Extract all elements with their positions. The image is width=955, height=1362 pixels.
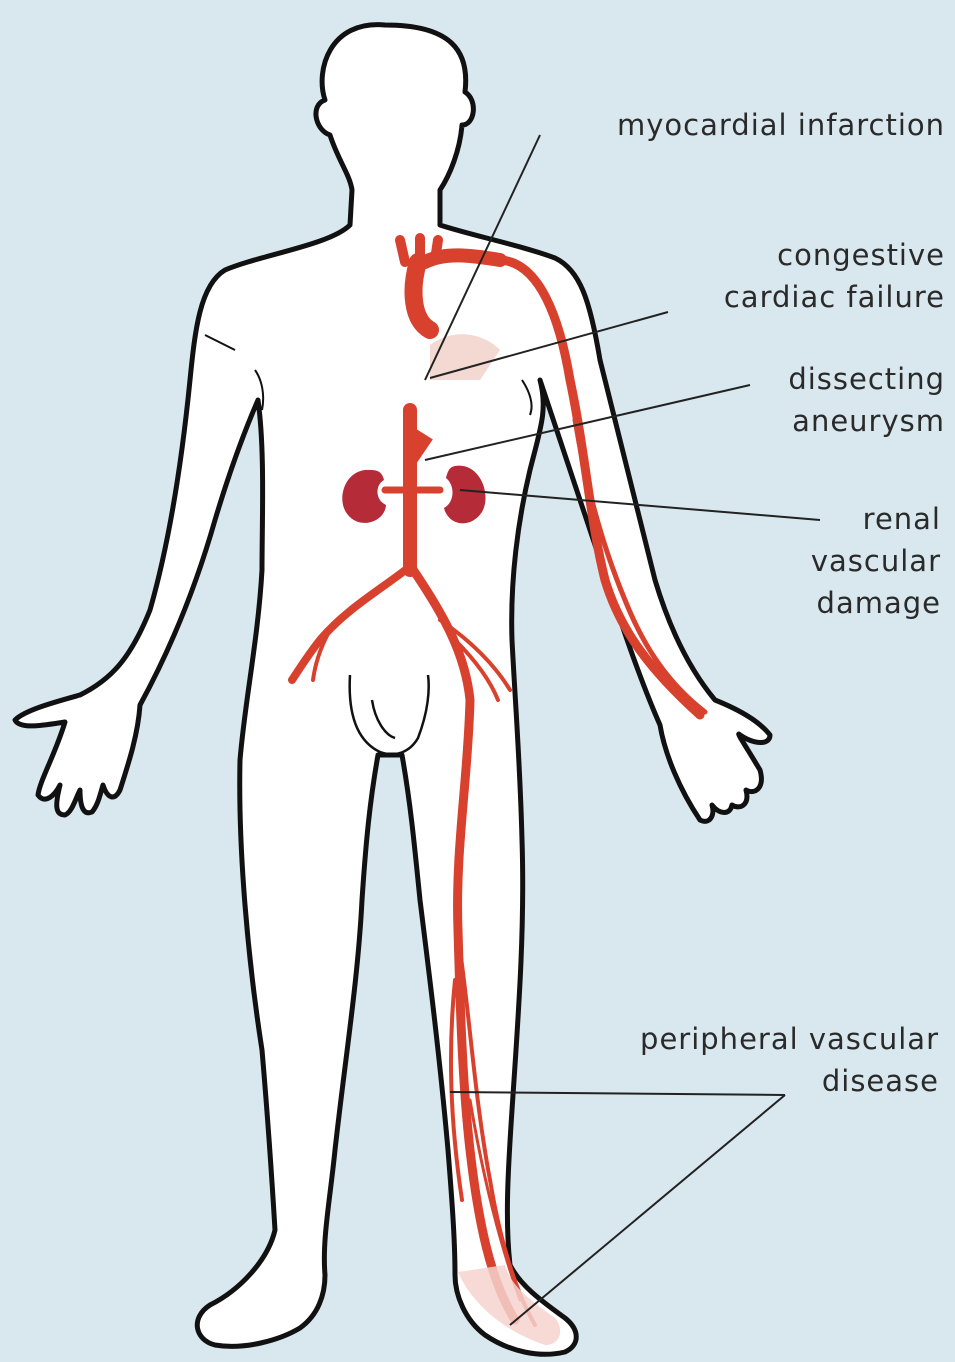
label-myocardial-infarction: myocardial infarction bbox=[617, 104, 945, 146]
label-renal-vascular-damage: renal vascular damage bbox=[811, 498, 941, 624]
label-congestive-cardiac-failure: congestive cardiac failure bbox=[724, 234, 945, 318]
leader-peripheral-vascular-disease-2 bbox=[510, 1095, 785, 1325]
human-body-outline bbox=[15, 25, 770, 1355]
label-peripheral-vascular-disease: peripheral vascular disease bbox=[640, 1018, 939, 1102]
label-dissecting-aneurysm: dissecting aneurysm bbox=[788, 358, 945, 442]
